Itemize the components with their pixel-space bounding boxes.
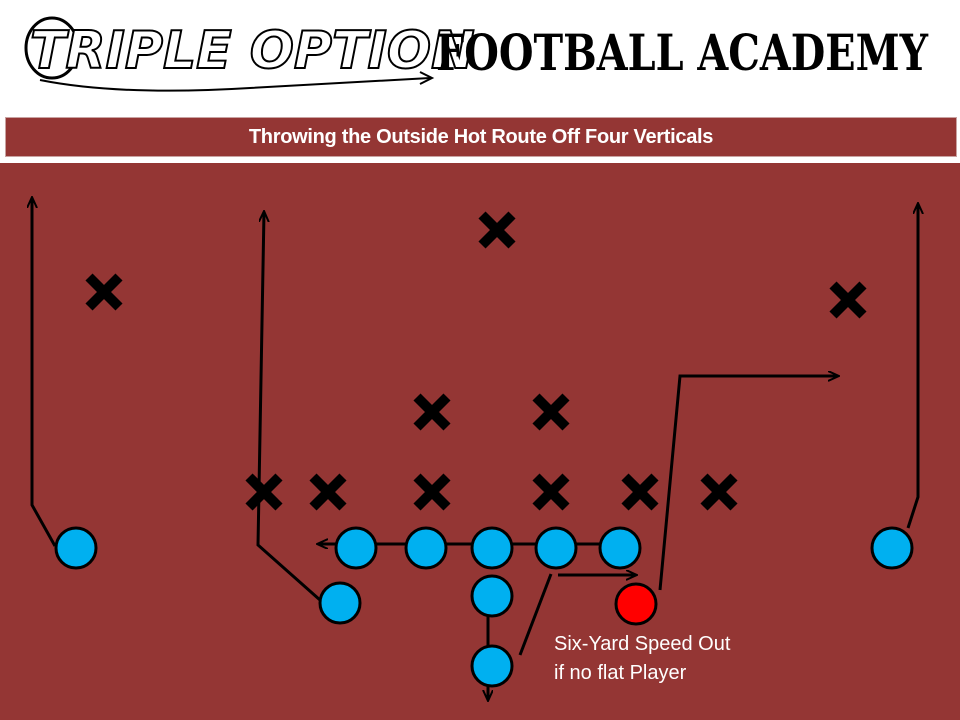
defender-dl-3 [413,473,451,511]
player-fullback [470,644,514,688]
defender-dl-2 [309,473,347,511]
diagram-title: Throwing the Outside Hot Route Off Four … [248,125,714,148]
defender-dl-4 [532,473,570,511]
diagram-title-bar: Throwing the Outside Hot Route Off Four … [5,117,957,157]
player-right-wide-receiver [870,526,914,570]
offense [54,526,914,688]
routes [32,198,918,700]
defender-dl-1 [245,473,283,511]
player-left-wide-receiver [54,526,98,570]
defender-lb-left [413,393,451,431]
defender-free-safety [478,211,516,249]
defense [85,211,867,511]
note-line-1: Six-Yard Speed Out [554,633,731,655]
route-slot-vertical [256,212,321,602]
defender-lb-right [532,393,570,431]
player-left-guard [404,526,448,570]
route-left-vertical [32,198,57,547]
player-right-tackle [598,526,642,570]
route-note: Six-Yard Speed Out if no flat Player [554,630,730,688]
logo-swoosh [39,77,431,92]
defender-left-corner [85,273,123,311]
route-speed-out [658,376,838,591]
note-line-2: if no flat Player [554,662,687,684]
logo-script-text: TRIPLE OPTION [30,21,475,81]
route-back-release [518,573,553,656]
logo-circle [24,16,80,80]
player-right-guard [534,526,578,570]
player-hot-receiver [614,582,658,626]
academy-logo: TRIPLE OPTION FOOTBALL ACADEMY [24,16,929,92]
defender-right-corner [829,281,867,319]
play-field [0,163,960,720]
defender-dl-5 [621,473,659,511]
player-slot-back [318,581,362,625]
logo-block-text: FOOTBALL ACADEMY [436,23,929,82]
player-center [470,526,514,570]
player-left-tackle [334,526,378,570]
defender-dl-6 [700,473,738,511]
header: TRIPLE OPTION FOOTBALL ACADEMY [0,0,960,112]
player-quarterback [470,574,514,618]
route-right-vertical [906,204,918,529]
